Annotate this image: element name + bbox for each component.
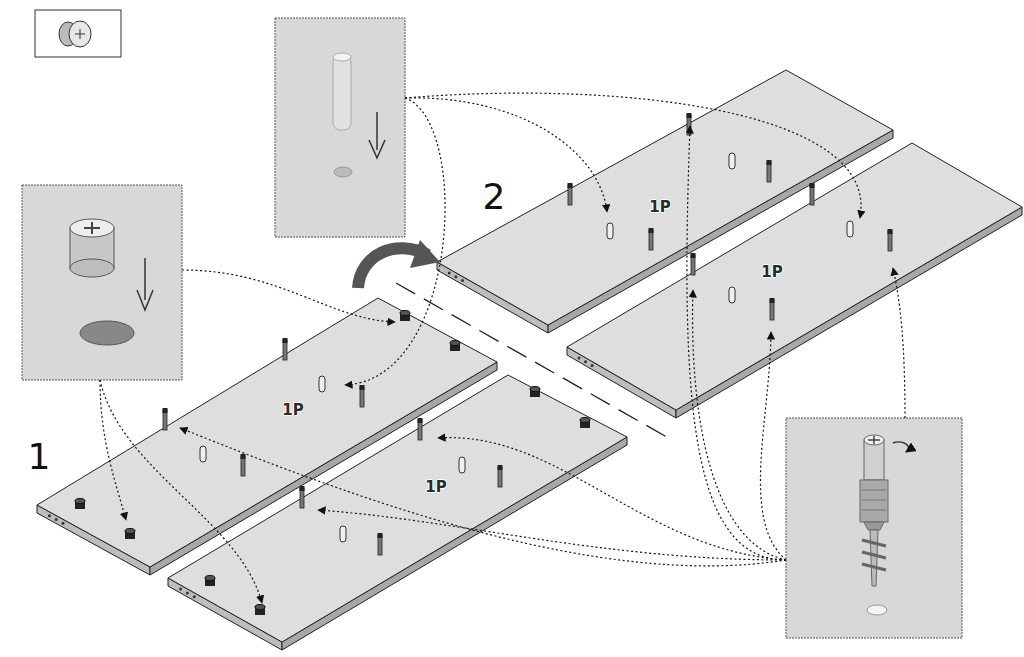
cam-lock-mark	[530, 387, 540, 398]
part-count: 1P	[649, 200, 670, 215]
dowel	[333, 53, 385, 177]
cam-bolt-mark	[687, 113, 692, 135]
panels	[37, 70, 1022, 650]
cam-lock-mark	[255, 605, 265, 616]
cam-lock-mark	[205, 576, 215, 587]
leader-line	[182, 270, 395, 322]
leader-line	[405, 98, 607, 212]
leader-line	[100, 380, 126, 520]
cam-lock-mark	[580, 418, 590, 429]
cam-lock-mark	[400, 311, 410, 322]
leader-lines	[100, 93, 905, 603]
leader-line	[318, 510, 786, 560]
part-count: 1P	[761, 265, 782, 280]
insets	[22, 10, 962, 638]
part-count: 1P	[425, 480, 446, 495]
cam-bolt-mark	[810, 183, 815, 205]
cam-bolt-mark	[767, 160, 772, 182]
board-panel	[567, 143, 1022, 418]
leader-line	[405, 93, 861, 218]
cam-bolt-mark	[888, 229, 893, 251]
dowel-mark	[847, 221, 853, 237]
cam-bolt-mark	[770, 298, 775, 320]
dowel-mark	[607, 223, 613, 239]
cam-bolt-mark	[498, 465, 503, 487]
cam-lock-mark	[450, 341, 460, 352]
dowel-mark	[729, 153, 735, 169]
leader-line	[345, 98, 445, 385]
flip-arrow-head	[410, 240, 440, 268]
leader-line	[893, 268, 905, 418]
step-number: 1	[28, 439, 51, 475]
cam-inset	[22, 185, 182, 380]
dowel-mark	[729, 287, 735, 303]
leader-line	[180, 428, 786, 566]
part-count: 1P	[282, 403, 303, 418]
leader-line	[760, 332, 786, 560]
cam-bolt-mark	[241, 454, 246, 476]
cam-bolt	[860, 435, 909, 615]
cam-bolt-mark	[163, 408, 168, 430]
leader-line	[438, 438, 786, 560]
cam-bolt-mark	[568, 183, 573, 205]
cam-bolt-mark	[360, 385, 365, 407]
dowel-mark	[319, 376, 325, 392]
cam-lock-mark	[75, 499, 85, 510]
dowel-mark	[200, 446, 206, 462]
part-icon-box	[35, 10, 121, 57]
fittings	[75, 113, 893, 615]
cam-bolt-mark	[300, 486, 305, 508]
dowel-inset	[275, 18, 405, 237]
dowel-mark	[459, 457, 465, 473]
cam-bolt-mark	[283, 338, 288, 360]
step-number: 2	[483, 179, 506, 215]
bolt-inset	[786, 418, 962, 638]
board-panel	[168, 375, 627, 650]
cam-bolt-mark	[418, 418, 423, 440]
center-lines	[396, 283, 672, 440]
cam-bolt-mark	[649, 228, 654, 250]
cam-icon	[59, 21, 91, 47]
leader-line	[100, 380, 262, 603]
dowel-mark	[340, 526, 346, 542]
leader-line	[687, 126, 786, 560]
leader-line	[693, 290, 786, 560]
cam-bolt-mark	[378, 533, 383, 555]
cam-lock-mark	[125, 529, 135, 540]
cam-bolt-mark	[691, 253, 696, 275]
cam-lock	[70, 219, 153, 345]
